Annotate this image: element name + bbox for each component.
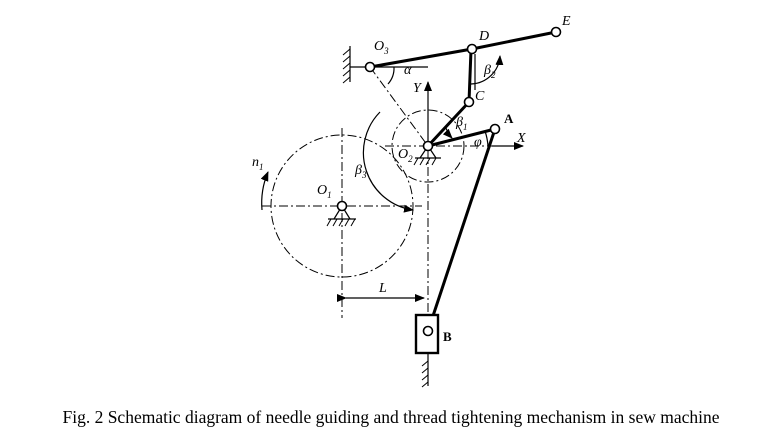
joint-b bbox=[422, 325, 434, 337]
phi-arc bbox=[484, 130, 489, 147]
label-a: A bbox=[504, 111, 514, 126]
figure-caption: Fig. 2 Schematic diagram of needle guidi… bbox=[62, 407, 720, 427]
slider-guide-hatch bbox=[421, 360, 429, 388]
joint-o2 bbox=[422, 140, 434, 152]
label-n1: n1 bbox=[252, 155, 264, 172]
o3-ground-hatch bbox=[342, 48, 351, 84]
joint-c bbox=[463, 96, 475, 108]
label-beta1: β1 bbox=[455, 115, 467, 132]
joint-e bbox=[550, 26, 562, 38]
beta1-arc bbox=[442, 127, 453, 139]
label-l: L bbox=[378, 281, 387, 296]
joint-a bbox=[489, 123, 501, 135]
label-o3: O3 bbox=[374, 39, 389, 56]
label-beta3: β3 bbox=[354, 163, 367, 180]
label-phi: φ bbox=[474, 135, 482, 150]
gear-o2-circle bbox=[391, 109, 465, 183]
link-o3-d bbox=[368, 47, 474, 69]
beta2-arc bbox=[470, 55, 504, 85]
label-o1: O1 bbox=[317, 183, 332, 200]
label-b: B bbox=[443, 329, 452, 344]
label-o2: O2 bbox=[398, 147, 413, 164]
joint-o3 bbox=[364, 61, 376, 73]
label-e: E bbox=[561, 14, 571, 29]
alpha-arc bbox=[387, 66, 395, 85]
label-x: X bbox=[516, 131, 526, 146]
link-o2-a bbox=[426, 127, 497, 148]
joint-o1 bbox=[336, 200, 348, 212]
joint-d bbox=[466, 43, 478, 55]
link-a-b bbox=[426, 127, 497, 333]
label-y: Y bbox=[413, 81, 423, 96]
n1-rotation-arrow bbox=[260, 171, 269, 211]
label-d: D bbox=[478, 29, 489, 44]
link-d-c bbox=[467, 48, 473, 104]
label-beta2: β2 bbox=[483, 63, 496, 80]
link-c-o2 bbox=[426, 100, 471, 148]
label-c: C bbox=[475, 89, 485, 104]
o3-to-o2-dashed bbox=[369, 66, 429, 147]
label-alpha: α bbox=[404, 63, 412, 78]
link-d-e bbox=[470, 30, 558, 51]
beta3-arc bbox=[362, 111, 414, 213]
